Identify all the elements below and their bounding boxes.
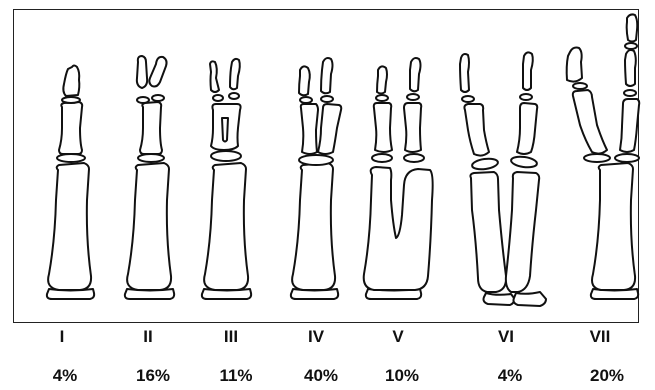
duplication-illustrations	[0, 0, 655, 325]
type-iv-percent: 40%	[286, 366, 356, 386]
type-v-percent: 10%	[367, 366, 437, 386]
type-ii-label: II	[118, 327, 178, 347]
type-v-label: V	[368, 327, 428, 347]
type-iv-illustration	[291, 58, 341, 299]
type-ii-illustration	[125, 56, 174, 299]
type-vii-percent: 20%	[572, 366, 642, 386]
type-iii-label: III	[201, 327, 261, 347]
type-vii-illustration	[567, 14, 640, 299]
type-vi-label: VI	[476, 327, 536, 347]
type-i-percent: 4%	[30, 366, 100, 386]
type-i-label: I	[32, 327, 92, 347]
type-vii-label: VII	[570, 327, 630, 347]
type-iii-illustration	[202, 59, 251, 299]
type-ii-percent: 16%	[118, 366, 188, 386]
type-vi-percent: 4%	[475, 366, 545, 386]
type-iv-label: IV	[286, 327, 346, 347]
type-v-illustration	[364, 58, 433, 299]
type-vi-illustration	[460, 52, 546, 306]
type-iii-percent: 11%	[201, 366, 271, 386]
type-i-illustration	[47, 66, 94, 300]
